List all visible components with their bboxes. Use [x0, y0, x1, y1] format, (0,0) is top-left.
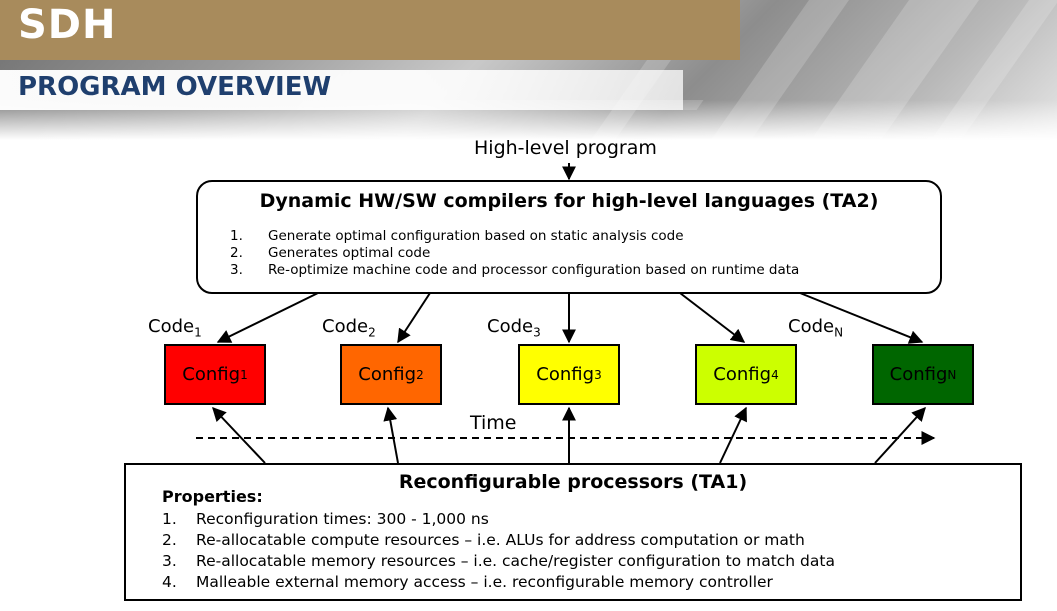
time-label: Time — [470, 412, 517, 434]
list-item: 3.Re-optimize machine code and processor… — [230, 262, 800, 278]
proc-arrow-n — [874, 406, 926, 464]
input-label: High-level program — [474, 137, 657, 159]
code-arrow-1 — [216, 292, 319, 343]
processors-title: Reconfigurable processors (TA1) — [398, 471, 748, 493]
code-label-1: Code1 — [148, 316, 202, 340]
page-title: SDH — [18, 2, 117, 48]
processors-box: Reconfigurable processors (TA1) Properti… — [124, 463, 1022, 601]
page-subtitle: PROGRAM OVERVIEW — [18, 72, 332, 102]
properties-list: 1.Reconfiguration times: 300 - 1,000 ns … — [162, 509, 835, 593]
proc-arrow-2 — [383, 406, 399, 464]
proc-arrow-4 — [719, 406, 747, 464]
code-arrow-4 — [679, 292, 746, 343]
compiler-title: Dynamic HW/SW compilers for high-level l… — [259, 190, 879, 212]
list-item: 4.Malleable external memory access – i.e… — [162, 573, 773, 591]
code-arrow-2 — [397, 292, 431, 344]
code-arrow-n — [799, 292, 924, 344]
properties-label: Properties: — [162, 487, 263, 506]
subtitle-bar — [0, 70, 683, 110]
list-item: 3.Re-allocatable memory resources – i.e.… — [162, 552, 835, 570]
code-label-n: CodeN — [788, 316, 844, 340]
title-bar — [0, 0, 740, 60]
code-label-2: Code2 — [322, 316, 376, 340]
compiler-box: Dynamic HW/SW compilers for high-level l… — [196, 180, 942, 294]
list-item: 1.Reconfiguration times: 300 - 1,000 ns — [162, 510, 489, 528]
list-item: 2.Re-allocatable compute resources – i.e… — [162, 531, 805, 549]
code-label-3: Code3 — [487, 316, 541, 340]
list-item: 1.Generate optimal configuration based o… — [230, 228, 684, 244]
proc-arrow-1 — [212, 406, 266, 464]
list-item: 2.Generates optimal code — [230, 245, 431, 261]
compiler-list: 1.Generate optimal configuration based o… — [230, 228, 799, 279]
